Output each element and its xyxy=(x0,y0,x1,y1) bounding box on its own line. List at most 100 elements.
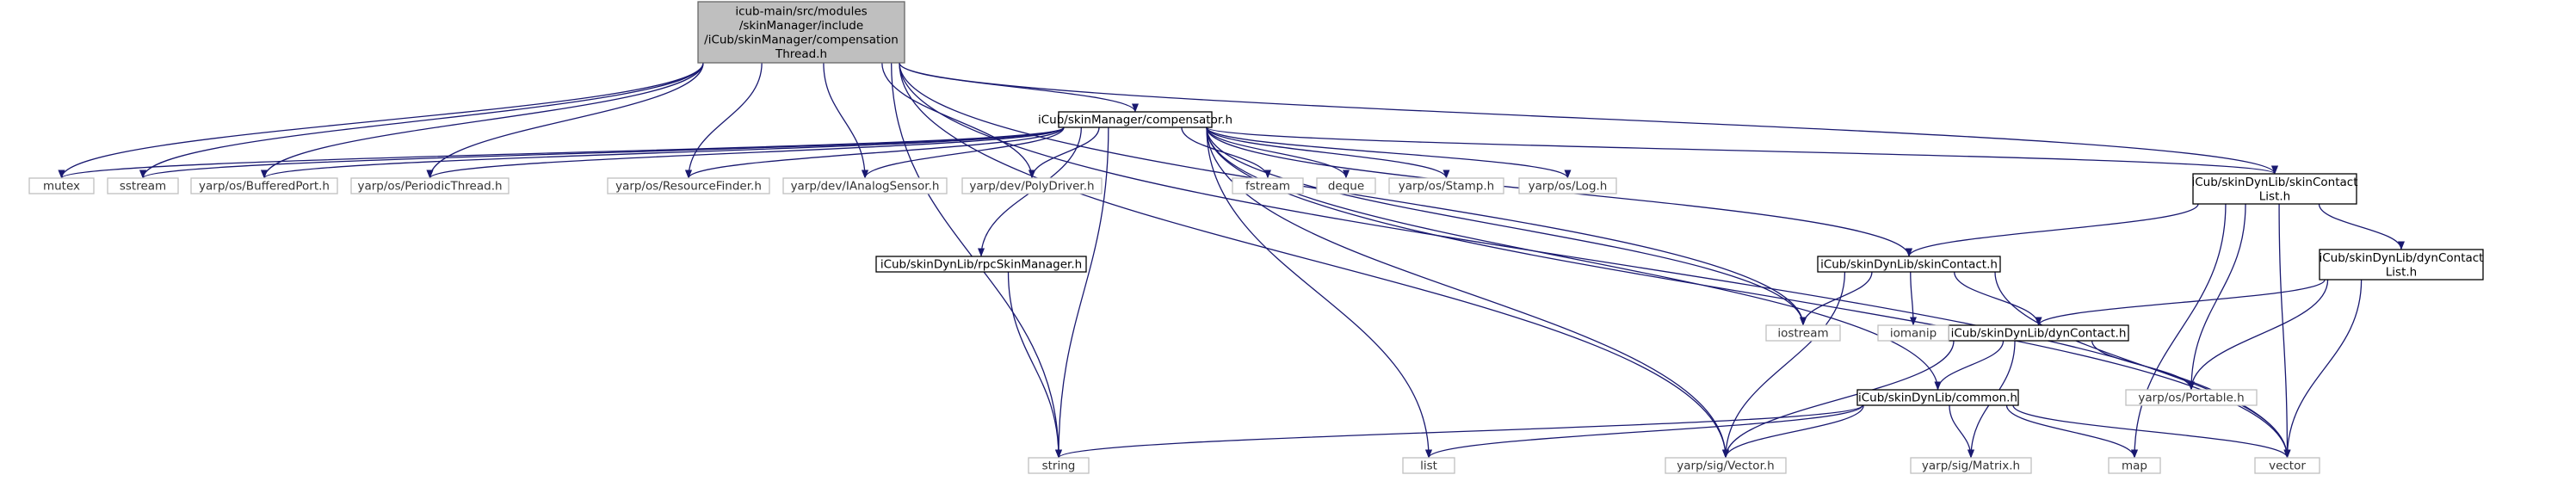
edge-dynContactList-to-portable xyxy=(2188,279,2329,391)
node-label: map xyxy=(2122,459,2147,473)
edge-dynContact-to-portable xyxy=(2091,340,2195,391)
node-box xyxy=(2125,389,2258,406)
node-vector: vector xyxy=(2254,457,2320,474)
node-box xyxy=(1665,457,1787,474)
node-box xyxy=(1856,389,2019,406)
node-label: iCub/skinManager/compensator.h xyxy=(1038,114,1232,127)
edge-rpcSkinManager-to-string xyxy=(1007,271,1062,459)
node-label: yarp/dev/PolyDriver.h xyxy=(969,180,1094,194)
edge-skinContactList-to-map xyxy=(2131,203,2227,459)
edge-skinContactList-to-portable xyxy=(2188,203,2246,391)
edge-compensator-to-bufferedPort xyxy=(261,126,1065,179)
node-label: mutex xyxy=(43,180,80,194)
edge-skinContact-to-dynContact xyxy=(1954,271,2042,326)
node-label: Thread.h xyxy=(775,47,827,61)
node-label: yarp/sig/Matrix.h xyxy=(1922,459,2020,473)
node-fstream: fstream xyxy=(1232,177,1304,194)
edge-root-to-skinContactList xyxy=(899,62,2278,175)
node-label: yarp/os/ResourceFinder.h xyxy=(615,180,762,194)
node-label: fstream xyxy=(1245,180,1290,194)
edge-root-to-vector xyxy=(899,62,2291,459)
edge-root-to-vectorH xyxy=(899,62,1729,459)
node-label: /iCub/skinManager/compensation xyxy=(704,33,899,46)
node-label: iCub/skinDynLib/common.h xyxy=(1858,392,2017,405)
node-box xyxy=(697,1,905,64)
edge-common-to-map xyxy=(2005,404,2138,459)
node-box xyxy=(1388,177,1504,194)
node-box xyxy=(107,177,179,194)
node-label: iCub/skinDynLib/dynContact.h xyxy=(1951,327,2127,341)
node-label: list xyxy=(1420,459,1437,473)
edge-compensator-to-log xyxy=(1206,126,1572,179)
node-label: iomanip xyxy=(1890,327,1937,341)
node-rpcSkinManager[interactable]: iCub/skinDynLib/rpcSkinManager.h xyxy=(875,256,1087,273)
node-polyDriver: yarp/dev/PolyDriver.h xyxy=(961,177,1103,194)
node-iomanip: iomanip xyxy=(1877,324,1949,342)
edge-root-to-resourceFinder xyxy=(685,62,763,179)
node-label: List.h xyxy=(2259,189,2290,203)
node-label: iCub/skinDynLib/dynContact xyxy=(2320,251,2484,265)
node-box xyxy=(2108,457,2161,474)
edge-compensator-to-string xyxy=(1055,126,1109,459)
node-skinContact[interactable]: iCub/skinDynLib/skinContact.h xyxy=(1817,256,2001,273)
node-box xyxy=(1910,457,2032,474)
edge-compensator-to-list xyxy=(1206,126,1432,459)
edge-compensator-to-sstream xyxy=(139,126,1065,179)
node-box xyxy=(28,177,95,194)
edge-root-to-mutex xyxy=(58,62,704,179)
node-resourceFinder: yarp/os/ResourceFinder.h xyxy=(607,177,770,194)
edge-root-to-periodicThread xyxy=(426,62,704,179)
node-box xyxy=(1028,457,1090,474)
node-box xyxy=(607,177,770,194)
node-sstream: sstream xyxy=(107,177,179,194)
edge-compensator-to-iostream xyxy=(1206,126,1807,326)
node-common[interactable]: iCub/skinDynLib/common.h xyxy=(1856,389,2019,406)
node-label: yarp/dev/IAnalogSensor.h xyxy=(791,180,940,194)
node-map: map xyxy=(2108,457,2161,474)
node-box xyxy=(961,177,1103,194)
edge-skinContact-to-iomanip xyxy=(1909,271,1917,326)
node-label: yarp/os/PeriodicThread.h xyxy=(357,180,502,194)
node-string: string xyxy=(1028,457,1090,474)
node-box xyxy=(2192,173,2357,205)
node-box xyxy=(875,256,1087,273)
edge-common-to-vectorH xyxy=(1722,404,1864,459)
node-label: List.h xyxy=(2386,265,2417,279)
edge-common-to-list xyxy=(1425,404,1863,459)
edge-root-to-sstream xyxy=(139,62,704,179)
node-dynContact[interactable]: iCub/skinDynLib/dynContact.h xyxy=(1948,324,2129,342)
edge-root-to-polyDriver xyxy=(881,62,1035,179)
edge-common-to-string xyxy=(1055,404,1863,459)
edge-common-to-vector xyxy=(2012,404,2291,459)
edge-skinContact-to-vectorH xyxy=(1722,271,1846,459)
node-label: yarp/sig/Vector.h xyxy=(1677,459,1774,473)
node-box xyxy=(1058,111,1213,128)
edge-root-to-bufferedPort xyxy=(261,62,704,179)
node-compensator[interactable]: iCub/skinManager/compensator.h xyxy=(1038,111,1232,128)
edge-compensator-to-deque xyxy=(1206,126,1350,179)
node-box xyxy=(1817,256,2001,273)
edge-compensator-to-skinContactList xyxy=(1206,126,2278,175)
edge-skinContactList-to-vector xyxy=(2278,203,2291,459)
edge-skinContactList-to-skinContact xyxy=(1906,203,2199,257)
node-iostream: iostream xyxy=(1765,324,1841,342)
nodes-layer: icub-main/src/modules/skinManager/includ… xyxy=(28,1,2484,474)
edge-compensator-to-polyDriver xyxy=(1029,126,1100,179)
node-root[interactable]: icub-main/src/modules/skinManager/includ… xyxy=(697,1,905,64)
node-box xyxy=(2254,457,2320,474)
node-bufferedPort: yarp/os/BufferedPort.h xyxy=(190,177,338,194)
node-matrixH: yarp/sig/Matrix.h xyxy=(1910,457,2032,474)
node-label: iCub/skinDynLib/skinContact xyxy=(2191,176,2357,189)
node-label: sstream xyxy=(120,180,166,194)
edge-skinContactList-to-dynContactList xyxy=(2318,203,2405,250)
node-box xyxy=(1877,324,1949,342)
node-box xyxy=(190,177,338,194)
node-label: iCub/skinDynLib/skinContact.h xyxy=(1820,258,1998,272)
edge-root-to-compensator xyxy=(899,62,1139,113)
node-label: deque xyxy=(1328,180,1364,194)
node-mutex: mutex xyxy=(28,177,95,194)
edge-compensator-to-iAnalogSensor xyxy=(862,126,1065,179)
edge-dynContactList-to-vector xyxy=(2283,279,2363,459)
